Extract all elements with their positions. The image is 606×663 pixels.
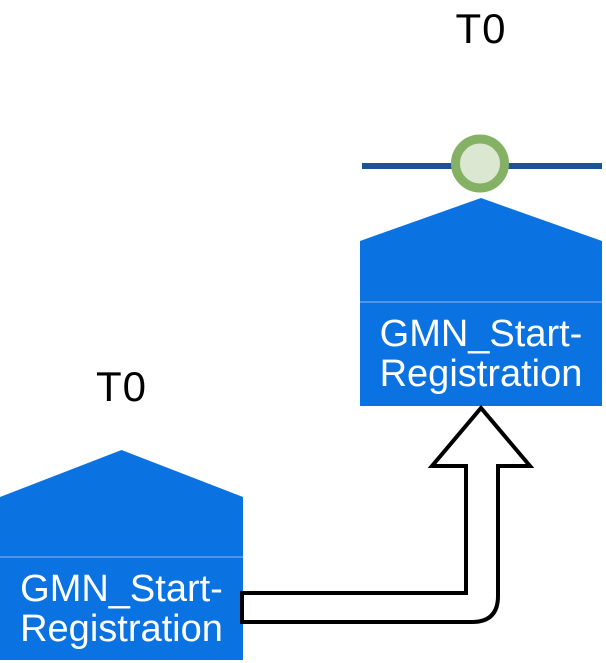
pentagon-shape-source [0,450,243,660]
node-label-target: GMN_Start- Registration [360,302,602,406]
node-label-target-line1: GMN_Start- [379,313,583,355]
milestone-node-source [0,450,243,660]
time-label-source: T0 [95,363,147,410]
timeline-event-circle [451,134,509,193]
node-label-source-line2: Registration [20,607,223,650]
node-label-target-line2: Registration [379,353,583,395]
connector-arrow [240,404,535,624]
milestone-node-target [360,198,602,406]
time-label-target: T0 [455,5,507,52]
node-label-source: GMN_Start- Registration [0,557,243,660]
node-label-source-line1: GMN_Start- [20,567,223,610]
